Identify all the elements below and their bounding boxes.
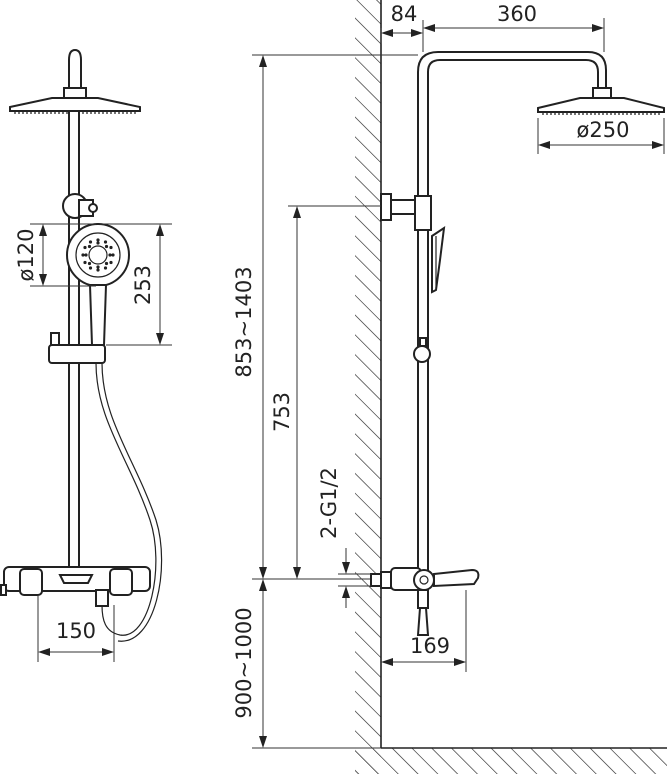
front-view-dimensions: ø120 253 150 (14, 223, 172, 662)
side-head-connector (592, 87, 612, 99)
dim-mixer-width: 150 (56, 619, 96, 643)
front-rain-head (9, 97, 141, 112)
side-wall-bracket (380, 193, 392, 221)
nozzle-dot (96, 268, 100, 272)
nozzle-dot (103, 240, 108, 244)
side-view-dimensions: 84 360 ø250 853~1403 753 2-G1/ (232, 2, 665, 749)
front-mixer-outlet (58, 574, 94, 584)
dim-wall-offset: 84 (391, 2, 418, 26)
dim-inlet-thread: 2-G1/2 (317, 467, 341, 539)
nozzle-dot (83, 245, 87, 250)
nozzle-dot (83, 260, 87, 265)
nozzle-dot (103, 266, 108, 270)
dim-total-height: 853~1403 (232, 266, 256, 377)
dim-hand-diameter: ø120 (14, 229, 38, 282)
dim-bracket-height: 753 (270, 392, 294, 432)
front-hand-shower-center (88, 245, 108, 265)
nozzle-dot (87, 244, 92, 249)
side-rain-head (537, 97, 665, 113)
nozzle-dot (96, 265, 100, 269)
front-top-swivel (68, 48, 82, 93)
dim-mixer-height: 900~1000 (232, 607, 256, 718)
nozzle-dot (104, 244, 109, 249)
nozzle-dot (109, 245, 113, 250)
nozzle-dot (96, 241, 100, 245)
dim-arm-length: 360 (497, 2, 537, 26)
front-mixer-left-knob (19, 568, 43, 596)
side-mixer-nut (370, 573, 382, 587)
side-mixer-inlet (380, 571, 392, 589)
nozzle-dot (88, 266, 93, 270)
side-slide-holder (413, 345, 431, 363)
side-mixer-knob (413, 569, 435, 591)
front-slide-holder-knob (50, 332, 60, 346)
nozzle-dot (84, 253, 88, 257)
nozzle-dot (104, 261, 109, 266)
front-slide-holder (48, 344, 106, 364)
wall (355, 0, 667, 774)
front-view (0, 48, 163, 642)
front-hose (95, 362, 157, 636)
front-hand-shower-handle (88, 284, 108, 346)
front-mixer-right-knob (109, 568, 133, 596)
nozzle-dot (88, 240, 93, 244)
nozzle-dot (109, 260, 113, 265)
side-hand-shower (431, 225, 446, 294)
front-hose-inner (101, 362, 163, 642)
side-view (370, 51, 665, 636)
dim-spout-reach: 169 (410, 634, 450, 658)
front-hand-shower-nozzles (81, 238, 115, 272)
side-mixer-spout (433, 568, 480, 588)
front-mixer-lever (0, 584, 7, 596)
front-riser-pipe (68, 110, 80, 568)
side-hose-outlet (417, 589, 429, 609)
nozzle-dot (96, 238, 100, 242)
front-bracket-screw (88, 203, 98, 213)
dim-hand-to-holder: 253 (131, 265, 155, 305)
side-bracket-clamp (414, 195, 432, 231)
dim-head-diameter: ø250 (577, 118, 630, 142)
nozzle-dot (81, 253, 85, 257)
front-hand-shower-inner (75, 232, 121, 278)
nozzle-dot (87, 261, 92, 266)
front-hose-connector (95, 589, 109, 607)
nozzle-dot (108, 253, 112, 257)
nozzle-dot (111, 253, 115, 257)
